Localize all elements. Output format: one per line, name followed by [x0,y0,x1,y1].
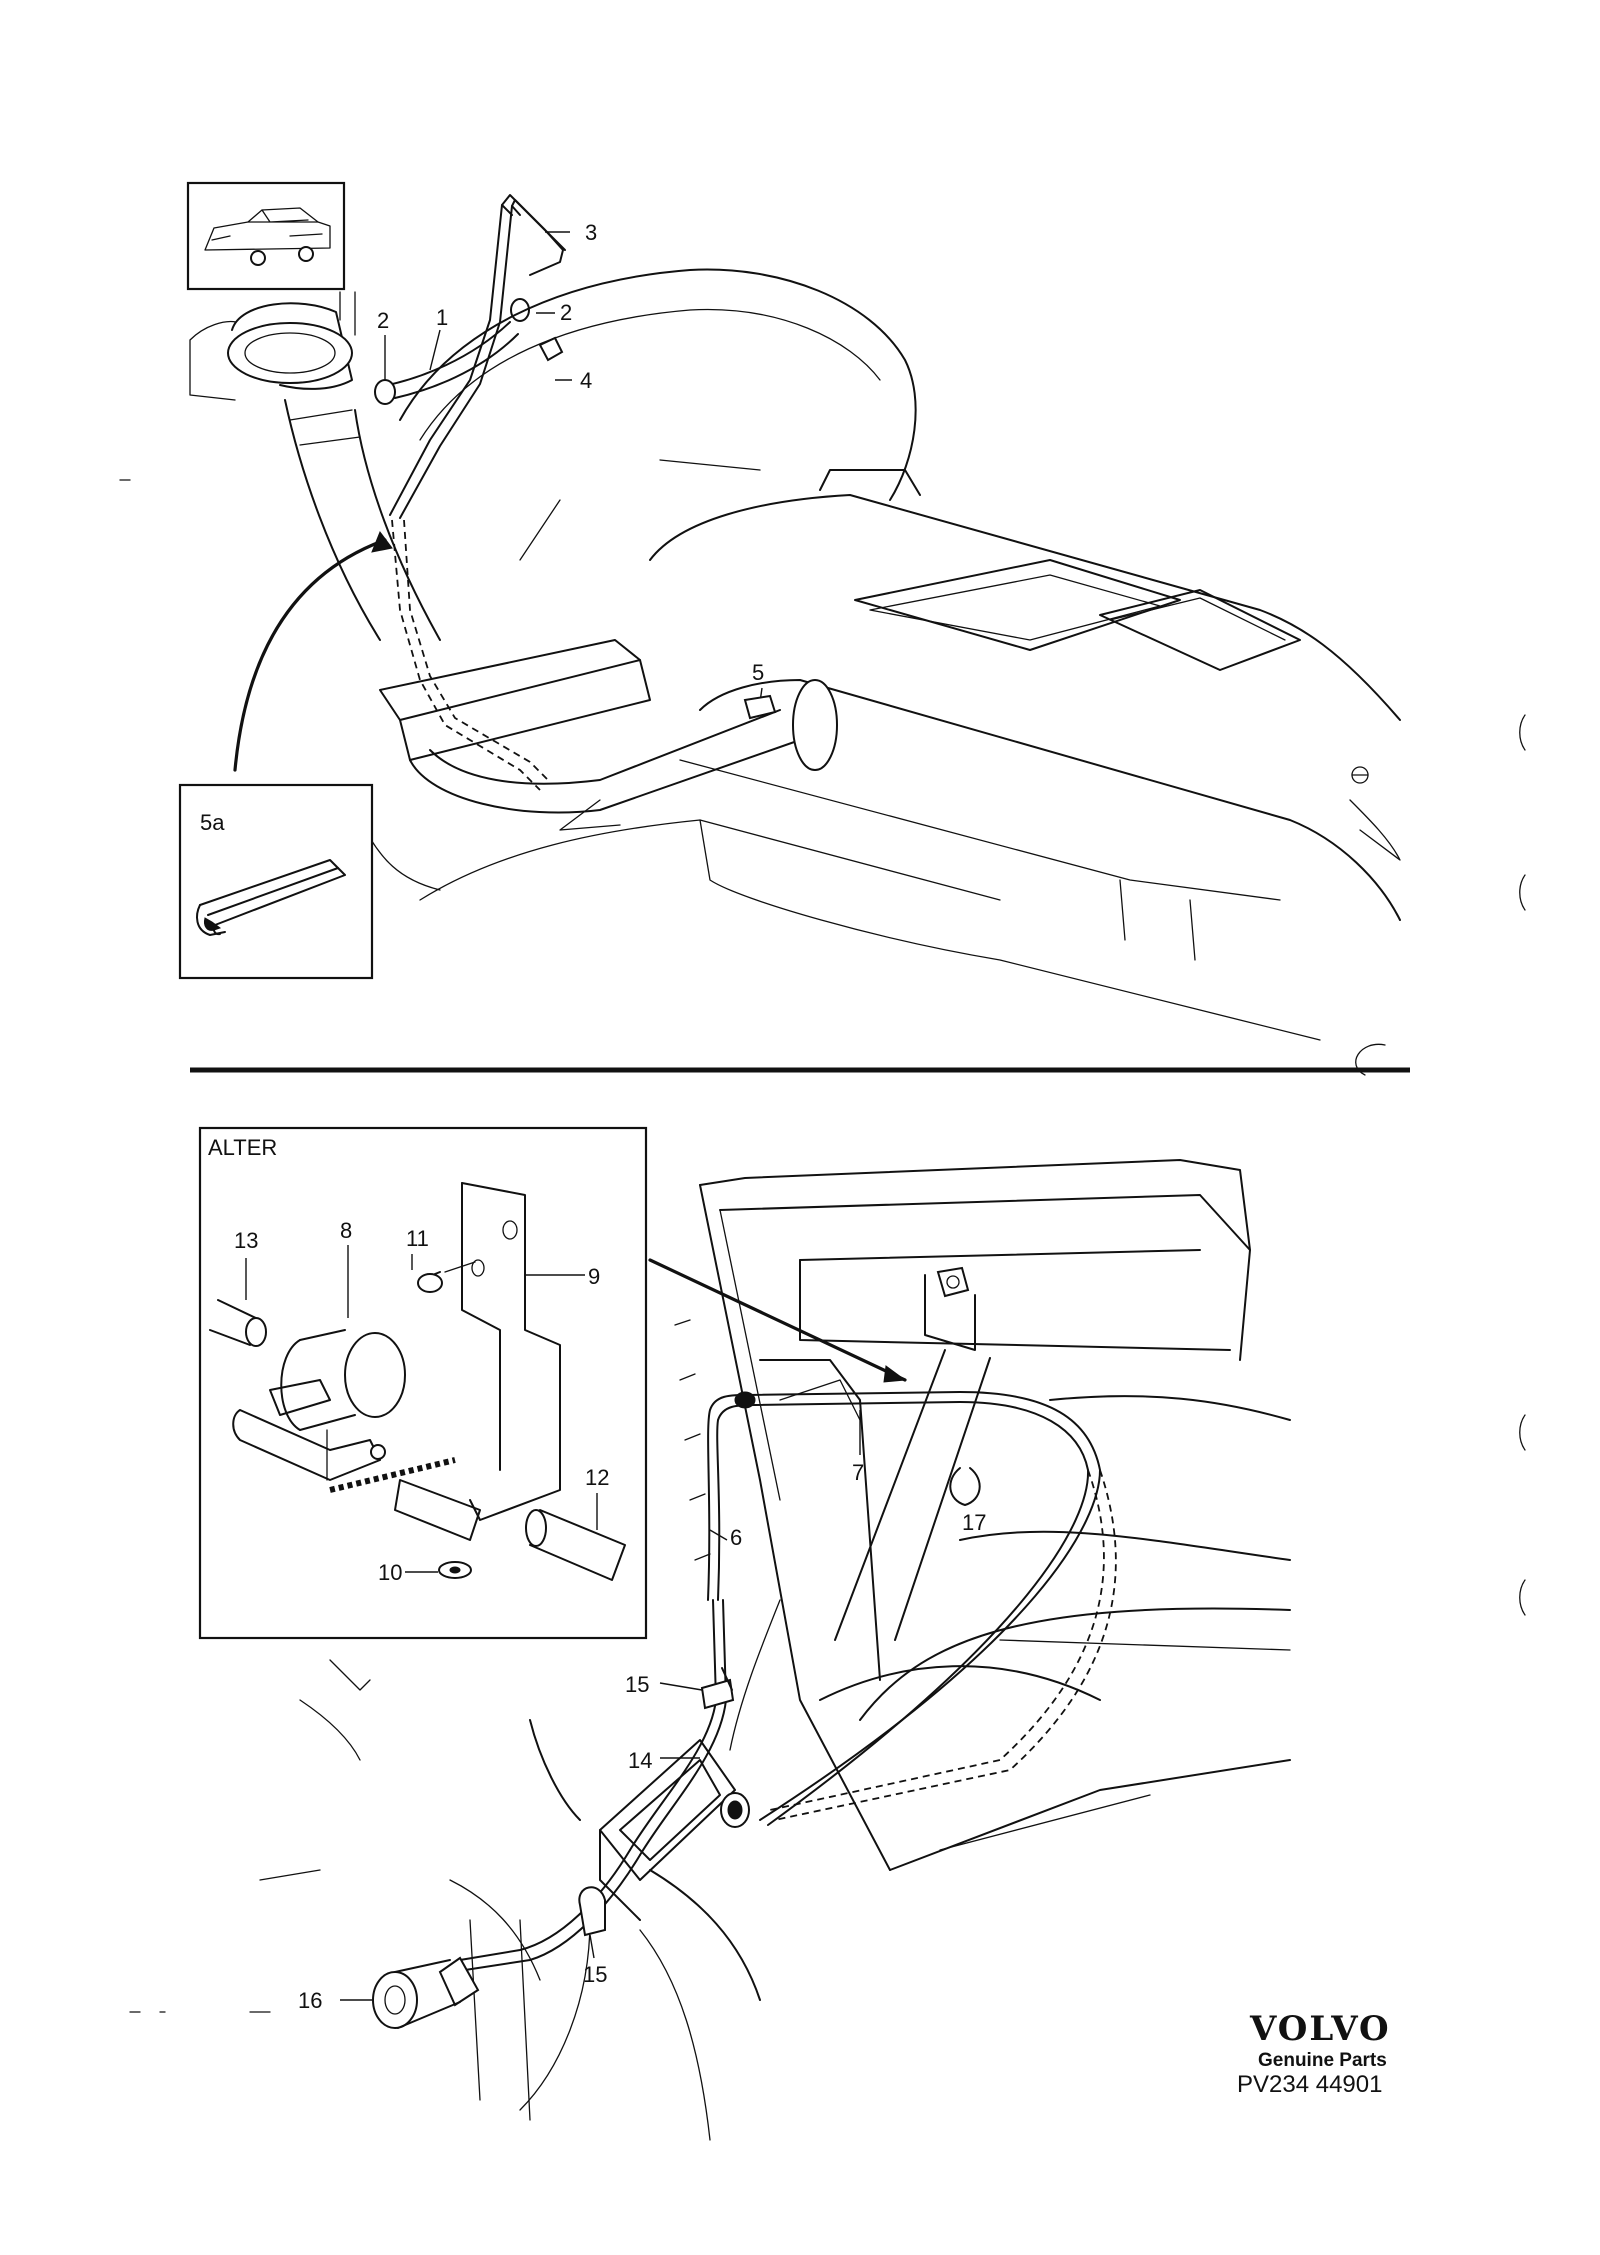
callout-7: 7 [852,1460,864,1485]
callout-6: 6 [730,1525,742,1550]
callout-15a: 15 [625,1672,649,1697]
callout-17: 17 [962,1510,986,1535]
callout-1: 1 [436,305,448,330]
inset-callout-13: 13 [234,1228,258,1253]
callout-16: 16 [298,1988,322,2013]
inset-callout-10: 10 [378,1560,402,1585]
callout-15b: 15 [583,1962,607,1987]
callout-5: 5 [752,660,764,685]
callout-2b: 2 [560,300,572,325]
inset-callout-9: 9 [588,1264,600,1289]
callout-4: 4 [580,368,592,393]
inset-callout-12: 12 [585,1465,609,1490]
diagram-code: PV234 44901 [1237,2071,1382,2098]
inset-label-5a: 5a [200,810,225,835]
callout-3: 3 [585,220,597,245]
margin-marks [119,479,1526,2013]
top-view: 5a 3 2 4 2 1 5 [178,181,1401,1076]
branding: VOLVO Genuine Parts PV234 44901 [1237,2009,1391,2098]
inset-5a: 5a [178,783,374,980]
inset-callout-11: 11 [406,1226,429,1251]
bottom-view: ALTER [198,1126,1291,2141]
car-thumbnail-icon [186,181,346,291]
inset-callout-8: 8 [340,1218,352,1243]
callout-2a: 2 [377,308,389,333]
volvo-logo: VOLVO [1249,2009,1391,2049]
inset-title: ALTER [208,1135,277,1160]
callout-14: 14 [628,1748,652,1773]
inset-alter: ALTER [198,1126,648,1640]
brand-subtitle: Genuine Parts [1258,2050,1387,2071]
